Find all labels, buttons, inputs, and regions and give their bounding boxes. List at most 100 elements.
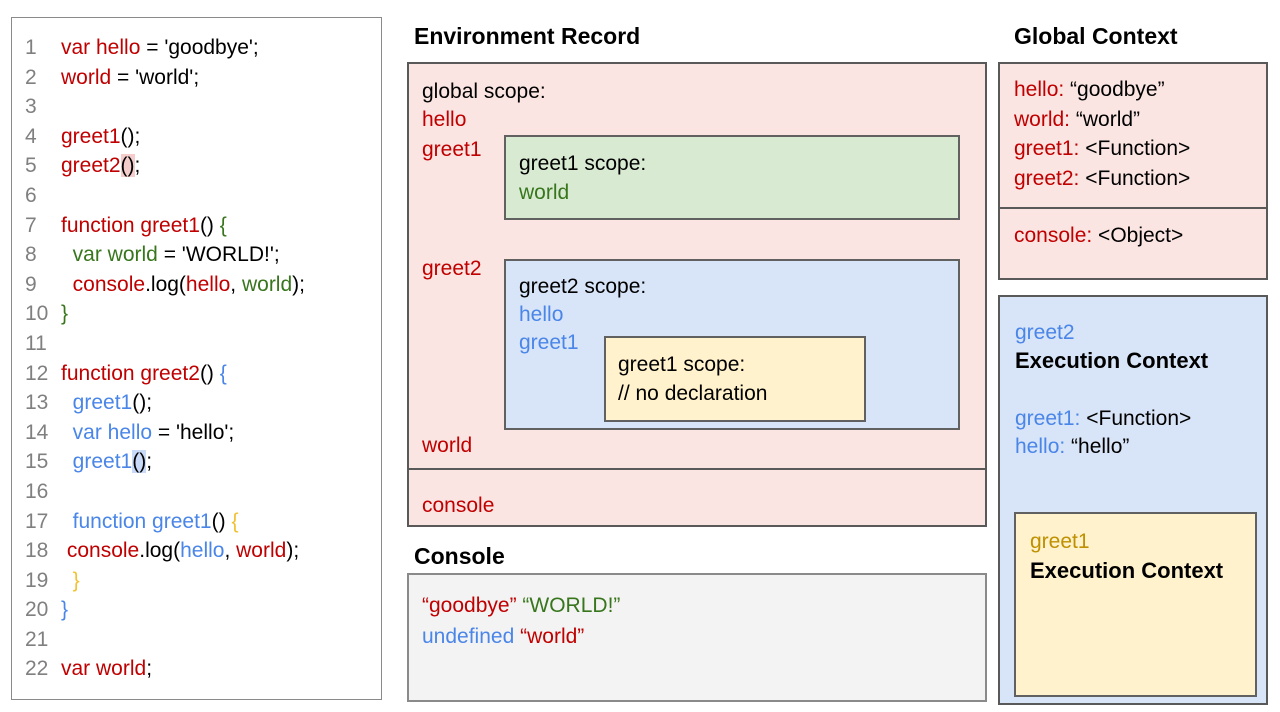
- code-text: }: [61, 598, 68, 621]
- console-line-1: “goodbye” “WORLD!”: [422, 590, 985, 621]
- code-line: 14 var hello = 'hello';: [12, 418, 381, 448]
- text-token: .log(: [145, 272, 186, 296]
- text-token: [61, 569, 73, 592]
- greet2-context-row: greet1: <Function>: [1015, 405, 1256, 433]
- line-number: 5: [25, 154, 37, 178]
- console-title: Console: [414, 543, 505, 569]
- console-box: “goodbye” “WORLD!” undefined “world”: [407, 573, 987, 702]
- text-token: console: [66, 539, 140, 563]
- code-text: console.log(hello, world);: [61, 273, 305, 296]
- text-token: var world: [61, 657, 147, 681]
- code-text: greet2();: [61, 154, 140, 178]
- line-number: 9: [25, 272, 37, 296]
- code-line: 11: [12, 329, 381, 359]
- greet2-scope-greet1: greet1: [519, 331, 579, 354]
- global-context-console-row: console: <Object>: [1014, 221, 1183, 251]
- line-number: 14: [25, 420, 49, 444]
- greet2-scope-hello: hello: [519, 303, 564, 326]
- text-token: console:: [1014, 224, 1093, 247]
- global-scope-label: global scope:: [422, 80, 546, 103]
- global-context-row: greet2: <Function>: [1014, 164, 1190, 194]
- text-token: hello: [180, 539, 225, 563]
- code-text: greet1();: [61, 391, 152, 414]
- code-line: 5 greet2();: [12, 151, 381, 181]
- text-token: <Function>: [1079, 137, 1191, 160]
- text-token: “world”: [1070, 107, 1141, 131]
- text-token: = 'goodbye';: [140, 36, 259, 59]
- greet2-execution-context-content: greet2 Execution Context greet1: <Functi…: [1015, 319, 1256, 461]
- text-token: = 'world';: [111, 65, 200, 89]
- environment-record-box: global scope: hello greet1 greet2 world …: [407, 62, 987, 527]
- line-number: 1: [25, 36, 37, 59]
- text-token: = 'hello';: [152, 420, 235, 444]
- line-number: 7: [25, 213, 37, 237]
- text-token: ();: [120, 124, 141, 148]
- text-token: “world”: [520, 625, 585, 648]
- global-console-label: console: [422, 494, 495, 517]
- line-number: 21: [25, 627, 49, 651]
- text-token: [61, 510, 73, 533]
- inner-greet1-scope-title: greet1 scope:: [618, 353, 746, 376]
- text-token: .log(: [139, 539, 181, 563]
- code-line: 1 var hello = 'goodbye';: [12, 33, 381, 63]
- code-line: 8 var world = 'WORLD!';: [12, 240, 381, 270]
- code-text: world = 'world';: [61, 66, 199, 89]
- text-token: hello: [185, 272, 231, 296]
- line-number: 19: [25, 568, 49, 592]
- global-context-row: hello: “goodbye”: [1014, 75, 1190, 105]
- text-token: hello:: [1015, 435, 1066, 458]
- text-token: [61, 421, 73, 444]
- code-line: 10}: [12, 299, 381, 329]
- code-text: function greet2() {: [61, 362, 227, 385]
- global-hello-label: hello: [422, 108, 467, 131]
- code-line: 13 greet1();: [12, 388, 381, 418]
- text-token: greet1:: [1015, 407, 1081, 430]
- text-token: greet2: [61, 154, 121, 178]
- text-token: }: [61, 302, 69, 326]
- code-text: }: [61, 302, 68, 325]
- text-token: hello:: [1014, 78, 1065, 101]
- greet1-context-heading: Execution Context: [1030, 558, 1224, 583]
- text-token: greet1: [61, 124, 121, 148]
- text-token: world:: [1014, 107, 1071, 131]
- text-token: );: [292, 272, 305, 296]
- text-token: [61, 450, 73, 473]
- greet2-context-rows: greet1: <Function> hello: “hello”: [1015, 405, 1256, 461]
- code-text: var hello = 'hello';: [61, 420, 235, 444]
- line-number: 16: [25, 479, 49, 503]
- line-number: 8: [25, 243, 37, 267]
- line-number: 22: [25, 657, 49, 681]
- line-number: 20: [25, 598, 49, 622]
- environment-record-title: Environment Record: [414, 23, 641, 49]
- greet2-context-heading: Execution Context: [1015, 348, 1209, 373]
- greet1-context-name: greet1: [1030, 530, 1090, 553]
- greet1-execution-context-box: greet1 Execution Context: [1014, 512, 1257, 697]
- text-token: }: [72, 568, 80, 592]
- text-token: greet1: [72, 391, 133, 415]
- line-number: 17: [25, 509, 49, 533]
- text-token: [61, 273, 73, 296]
- text-token: greet2:: [1014, 166, 1080, 190]
- greet2-scope-box: greet2 scope: hello greet1 greet1 scope:…: [504, 259, 960, 430]
- code-text: greet1();: [61, 450, 152, 474]
- text-token: (): [132, 450, 147, 474]
- code-line: 20}: [12, 595, 381, 625]
- global-world-label: world: [422, 434, 473, 457]
- text-token: (): [199, 213, 220, 237]
- text-token: function greet1: [72, 509, 212, 533]
- code-line: 18 console.log(hello, world);: [12, 536, 381, 566]
- line-number: 15: [25, 450, 49, 474]
- text-token: “goodbye”: [1064, 78, 1165, 101]
- code-text: var hello = 'goodbye';: [61, 36, 259, 59]
- greet1-scope-world: world: [519, 181, 570, 204]
- text-token: function greet1: [61, 213, 200, 237]
- text-token: “goodbye”: [422, 594, 517, 617]
- greet2-context-name: greet2: [1015, 321, 1075, 344]
- line-number: 3: [25, 95, 37, 119]
- greet2-execution-context-box: greet2 Execution Context greet1: <Functi…: [998, 295, 1268, 705]
- text-token: {: [219, 361, 227, 385]
